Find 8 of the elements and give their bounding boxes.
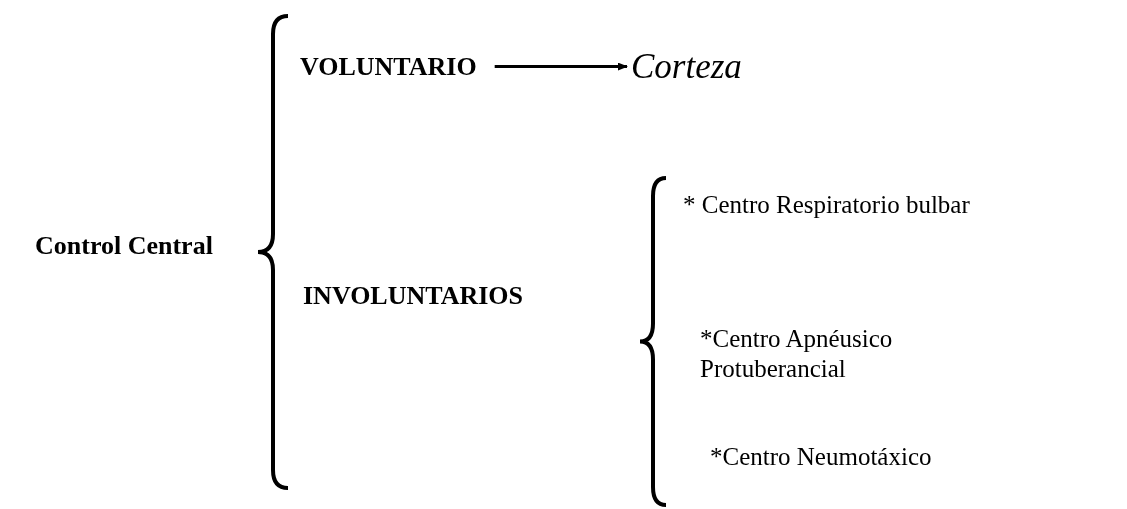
node-text: Control Central [35,230,213,262]
node-text: INVOLUNTARIOS [303,280,524,312]
node-text: *Centro Apnéusico Protuberancial [700,324,915,384]
node-text: *Centro Neumotáxico [710,442,932,472]
node-text: Corteza [631,46,742,88]
arrow [494,62,628,71]
node-text: * Centro Respiratorio bulbar [683,190,970,220]
node-text: VOLUNTARIO [300,51,477,83]
